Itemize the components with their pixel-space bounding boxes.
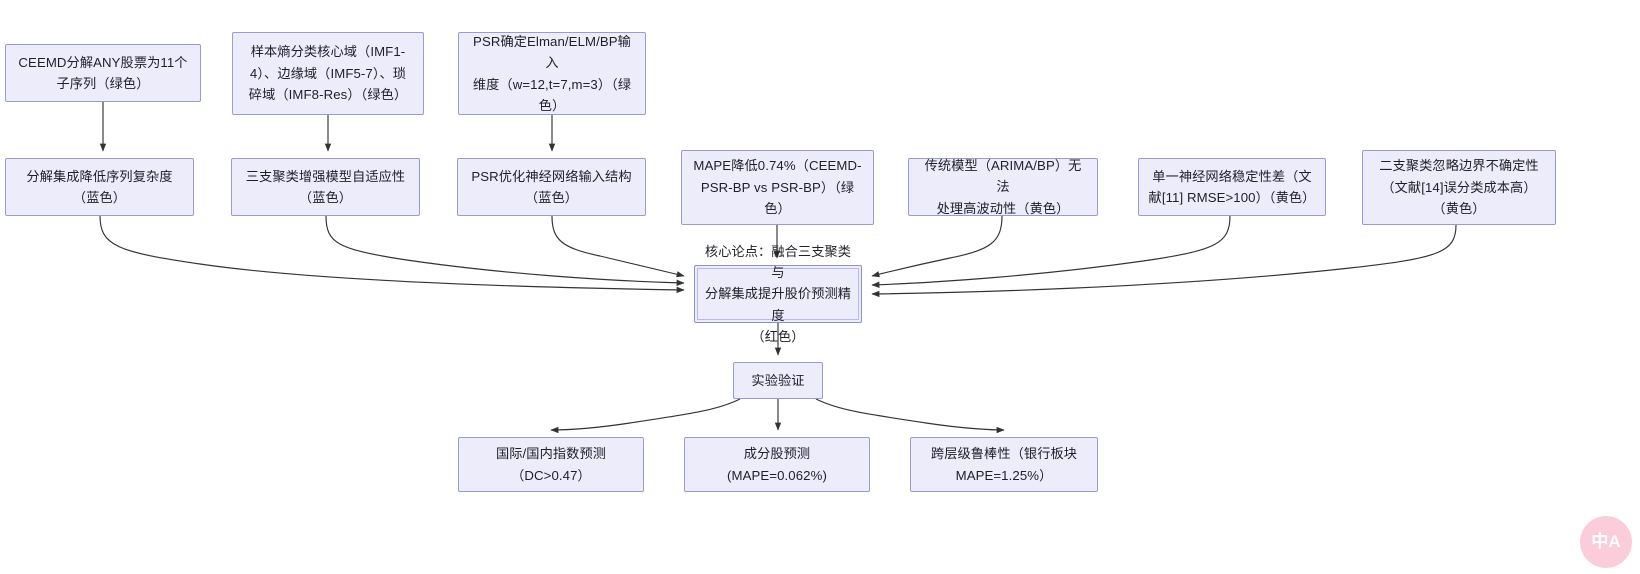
- edge-n6-core: [551, 215, 685, 278]
- node-label: 三支聚类增强模型自适应性 （蓝色）: [245, 168, 406, 205]
- node-label: 二支聚类忽略边界不确定性 （文献[14]误分类成本高） （黄色）: [1379, 158, 1539, 217]
- node-mape-reduction[interactable]: MAPE降低0.74%（CEEMD- PSR-BP vs PSR-BP）（绿 色…: [681, 150, 874, 225]
- edge-n5-core: [325, 215, 685, 286]
- node-label: 跨层级鲁棒性（银行板块 MAPE=1.25%）: [930, 446, 1078, 483]
- watermark-badge: 中A: [1580, 516, 1632, 568]
- node-label: 实验验证: [751, 372, 805, 388]
- node-label: MAPE降低0.74%（CEEMD- PSR-BP vs PSR-BP）（绿 色…: [693, 158, 862, 217]
- node-label: 成分股预测 (MAPE=0.062%): [727, 446, 827, 483]
- node-traditional-models-limitation[interactable]: 传统模型（ARIMA/BP）无法 处理高波动性（黄色）: [908, 158, 1098, 216]
- node-label: 传统模型（ARIMA/BP）无法 处理高波动性（黄色）: [924, 157, 1082, 216]
- edge-n4-core: [99, 215, 685, 294]
- node-label: 分解集成降低序列复杂度 （蓝色）: [26, 168, 173, 205]
- node-label: CEEMD分解ANY股票为11个 子序列（绿色）: [18, 54, 188, 91]
- node-decomposition-reduces-complexity[interactable]: 分解集成降低序列复杂度 （蓝色）: [5, 158, 194, 216]
- node-label: 单一神经网络稳定性差（文 献[11] RMSE>100）（黄色）: [1148, 168, 1316, 205]
- node-label: 国际/国内指数预测 （DC>0.47）: [495, 446, 607, 483]
- node-ceemd-decomposition[interactable]: CEEMD分解ANY股票为11个 子序列（绿色）: [5, 44, 201, 102]
- edge-n11-n14: [815, 398, 1005, 434]
- watermark-text: 中A: [1591, 532, 1621, 552]
- node-experimental-validation[interactable]: 实验验证: [733, 362, 823, 399]
- node-core-thesis[interactable]: 核心论点：融合三支聚类与 分解集成提升股价预测精度 （红色）: [694, 244, 862, 344]
- edge-n8-core: [871, 215, 1003, 278]
- node-two-way-clustering-boundary[interactable]: 二支聚类忽略边界不确定性 （文献[14]误分类成本高） （黄色）: [1362, 150, 1556, 225]
- node-three-way-clustering-adaptivity[interactable]: 三支聚类增强模型自适应性 （蓝色）: [231, 158, 420, 216]
- node-label: 样本熵分类核心域（IMF1- 4）、边缘域（IMF5-7）、琐 碎域（IMF8-…: [248, 44, 408, 103]
- edge-n9-core: [871, 215, 1231, 288]
- node-label: 核心论点：融合三支聚类与 分解集成提升股价预测精度 （红色）: [704, 243, 852, 345]
- node-single-network-instability[interactable]: 单一神经网络稳定性差（文 献[11] RMSE>100）（黄色）: [1138, 158, 1326, 216]
- node-psr-input-dimension[interactable]: PSR确定Elman/ELM/BP输入 维度（w=12,t=7,m=3）（绿 色…: [458, 32, 646, 115]
- node-index-forecast[interactable]: 国际/国内指数预测 （DC>0.47）: [458, 437, 644, 492]
- node-sample-entropy-classification[interactable]: 样本熵分类核心域（IMF1- 4）、边缘域（IMF5-7）、琐 碎域（IMF8-…: [232, 32, 424, 115]
- node-cross-level-robustness[interactable]: 跨层级鲁棒性（银行板块 MAPE=1.25%）: [910, 437, 1098, 492]
- node-label: PSR确定Elman/ELM/BP输入 维度（w=12,t=7,m=3）（绿 色…: [472, 33, 632, 113]
- node-psr-optimizes-network-input[interactable]: PSR优化神经网络输入结构 （蓝色）: [457, 158, 646, 216]
- node-constituent-stock-forecast[interactable]: 成分股预测 (MAPE=0.062%): [684, 437, 870, 492]
- node-label: PSR优化神经网络输入结构 （蓝色）: [471, 168, 632, 205]
- edge-n10-core: [871, 224, 1457, 298]
- edge-n11-n12: [550, 398, 741, 434]
